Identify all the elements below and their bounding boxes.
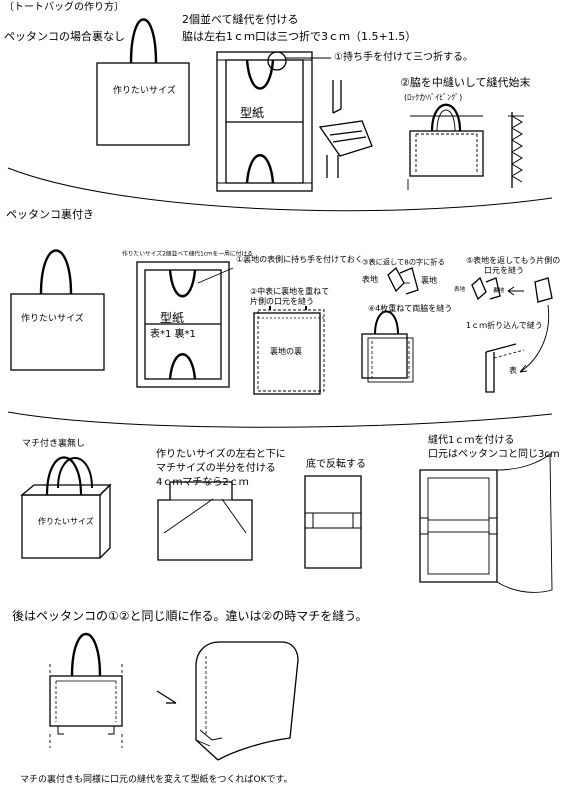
s4-instruction: 後はペッタンコの①②と同じ順に作る。違いは②の時マチを縫う。 (12, 609, 368, 623)
s1-simple-bag (96, 18, 190, 146)
s3-seam-title: 縫代1ｃｍを付ける (428, 435, 515, 446)
s1-step-title-1: 2個並べて縫代を付ける (182, 13, 299, 26)
s2-label-omote2: 表地 (454, 286, 466, 293)
s2-step1: ①裏地の表側に持ち手を付けておく (236, 255, 363, 264)
s2-step5b: 口元を縫う (484, 266, 524, 275)
s3-heading: マチ付き裏無し (22, 439, 86, 449)
divider-1 (7, 167, 553, 212)
s2-figure8-fold (387, 266, 419, 295)
s2-step5a: ⑤表地を返してもう片側の (466, 256, 561, 265)
s1-step2: ②脇を中縫いして縫代始末 (400, 76, 531, 89)
s3-desc-3: 4ｃｍマチなら2ｃｍ (156, 477, 249, 488)
s4-arrow (156, 690, 177, 704)
s2-pattern-label: 型紙 (160, 311, 185, 325)
s2-label-ura: 裏地 (421, 276, 437, 285)
s1-step2-sub: (ﾛｯｸかﾊﾞｲﾋﾞﾝｸﾞ) (404, 93, 463, 102)
s2-label-omote3: 表 (509, 366, 517, 375)
s1-heading: ペッタンコの場合裏なし (4, 30, 125, 43)
s1-sewn-bag (407, 103, 484, 190)
s2-lining-label: 裏地の裏 (270, 347, 302, 356)
s3-seam-sub: 口元はペッタンコと同じ3cm (428, 449, 560, 460)
s3-seam-pattern (419, 453, 553, 593)
s1-bag-label: 作りたいサイズ (113, 86, 176, 96)
s3-flipped-pattern (304, 475, 362, 569)
s1-overlock-sketch (508, 112, 524, 188)
s2-step2a: ②中表に裏地を重ねて (250, 287, 330, 296)
s2-step2b: 片側の口元を縫う (250, 297, 314, 306)
s2-pattern (136, 261, 234, 388)
s4-corner-sketch (195, 641, 299, 761)
s1-fold-sketch (318, 80, 373, 178)
s4-footer: マチの裏付きも同様に口元の縫代を変えて型紙をつくればOKです。 (20, 775, 293, 785)
s3-desc-1: 作りたいサイズの左右と下に (156, 449, 286, 460)
s2-fold-note: 1ｃｍ折り込んで縫う (466, 321, 543, 330)
s4-gusset-sewing (49, 632, 123, 748)
s2-step4: ④4枚重ねて両脇を縫う (368, 304, 453, 313)
s2-pattern-sub: 表*1 裏*1 (150, 329, 196, 340)
s2-four-layer-bag (361, 310, 414, 383)
s2-heading: ペッタンコ裏付き (6, 208, 94, 221)
s2-lining-step (253, 306, 325, 395)
divider-2 (7, 411, 553, 428)
s3-pattern (157, 481, 253, 561)
s2-label-omote: 表地 (362, 275, 378, 284)
s2-bag-label: 作りたいサイズ (21, 314, 84, 324)
s3-bottom-flip: 底で反転する (306, 459, 366, 470)
page-title: 〔トートバッグの作り方〕 (4, 2, 124, 13)
s3-bag-label: 作りたいサイズ (38, 517, 94, 526)
s2-note-top: 作りたいサイズ2個並べて縫代1cmを一周に付ける (122, 250, 253, 257)
s2-label-ura2: 裏地 (493, 287, 505, 294)
s3-gusset-bag (20, 456, 112, 559)
s2-simple-bag (10, 249, 105, 371)
s1-step1: ①持ち手を付けて三つ折する。 (334, 52, 473, 63)
s1-pattern (216, 51, 331, 192)
s2-step5-sketch (471, 276, 553, 393)
s1-pattern-label: 型紙 (240, 106, 265, 120)
s2-step3: ③表に返して8の字に折る (362, 258, 445, 267)
s1-step-title-2: 脇は左右1ｃｍ口は三つ折で3ｃｍ（1.5+1.5） (182, 30, 417, 43)
s3-desc-2: マチサイズの半分を付ける (156, 463, 276, 474)
